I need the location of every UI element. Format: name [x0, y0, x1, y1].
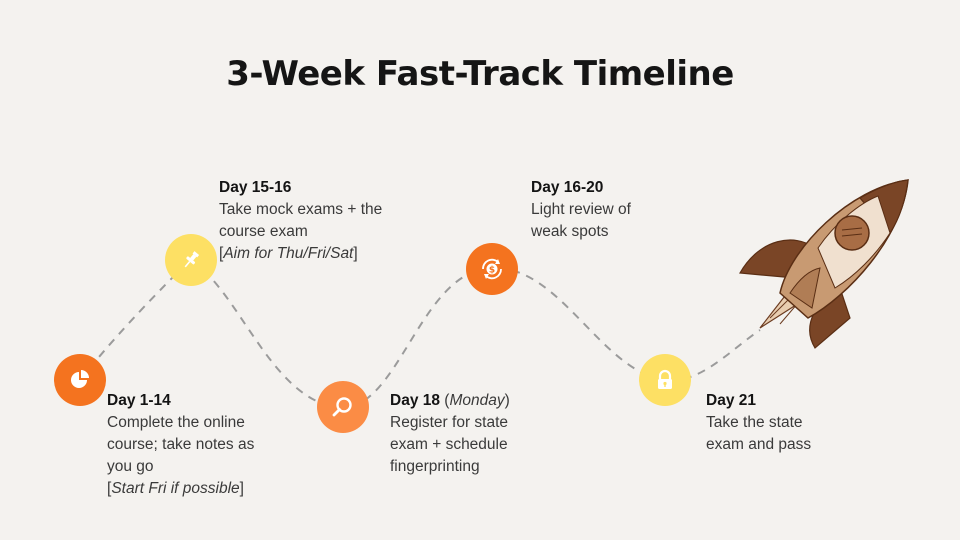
milestone-node-day-15-16 — [165, 234, 217, 286]
money-cycle-icon: $ — [482, 258, 502, 280]
lock-icon — [658, 369, 672, 389]
milestone-desc-line: course exam — [219, 223, 308, 240]
svg-text:$: $ — [489, 266, 495, 276]
milestone-node-day-18 — [317, 381, 369, 433]
milestone-desc-line: course; take notes as — [107, 436, 255, 453]
page-title: 3-Week Fast-Track Timeline — [226, 54, 734, 94]
rocket-illustration — [739, 179, 909, 349]
milestone-text-day-18: Day 18 (Monday) Register for state exam … — [390, 390, 510, 478]
milestone-desc-line: Register for state — [390, 414, 509, 431]
milestone-text-day-21: Day 21 Take the state exam and pass — [706, 390, 811, 456]
milestone-day-label: Day 1-14 — [107, 392, 171, 409]
milestone-desc-line: weak spots — [531, 223, 609, 240]
milestone-day-label: Day 21 — [706, 392, 756, 409]
milestone-text-day-15-16: Day 15-16 Take mock exams + the course e… — [219, 177, 382, 265]
milestone-desc-line: exam and pass — [706, 436, 812, 453]
milestone-day-label: Day 15-16 — [219, 179, 292, 196]
milestone-desc-line: exam + schedule — [390, 436, 508, 453]
milestone-node-day-16-20: $ — [466, 243, 518, 295]
milestone-text-day-16-20: Day 16-20 Light review of weak spots — [531, 177, 631, 243]
milestone-note: [Aim for Thu/Fri/Sat] — [219, 245, 358, 262]
milestone-node-day-21 — [639, 354, 691, 406]
milestone-desc-line: fingerprinting — [390, 458, 480, 475]
pin-icon — [184, 251, 200, 268]
search-icon — [332, 397, 352, 417]
milestone-text-day-1-14: Day 1-14 Complete the online course; tak… — [107, 390, 254, 500]
milestone-node-day-1-14 — [54, 354, 106, 406]
milestone-desc-line: you go — [107, 458, 154, 475]
milestone-desc-line: Take mock exams + the — [219, 201, 383, 218]
milestone-note: [Start Fri if possible] — [107, 480, 244, 497]
milestone-desc-line: Light review of — [531, 201, 631, 218]
milestone-day-label: Day 16-20 — [531, 179, 604, 196]
milestone-day-label: Day 18 (Monday) — [390, 392, 510, 409]
milestone-desc-line: Take the state — [706, 414, 803, 431]
pie-chart-icon — [71, 370, 89, 388]
dashed-route — [79, 258, 761, 410]
milestone-desc-line: Complete the online — [107, 414, 245, 431]
